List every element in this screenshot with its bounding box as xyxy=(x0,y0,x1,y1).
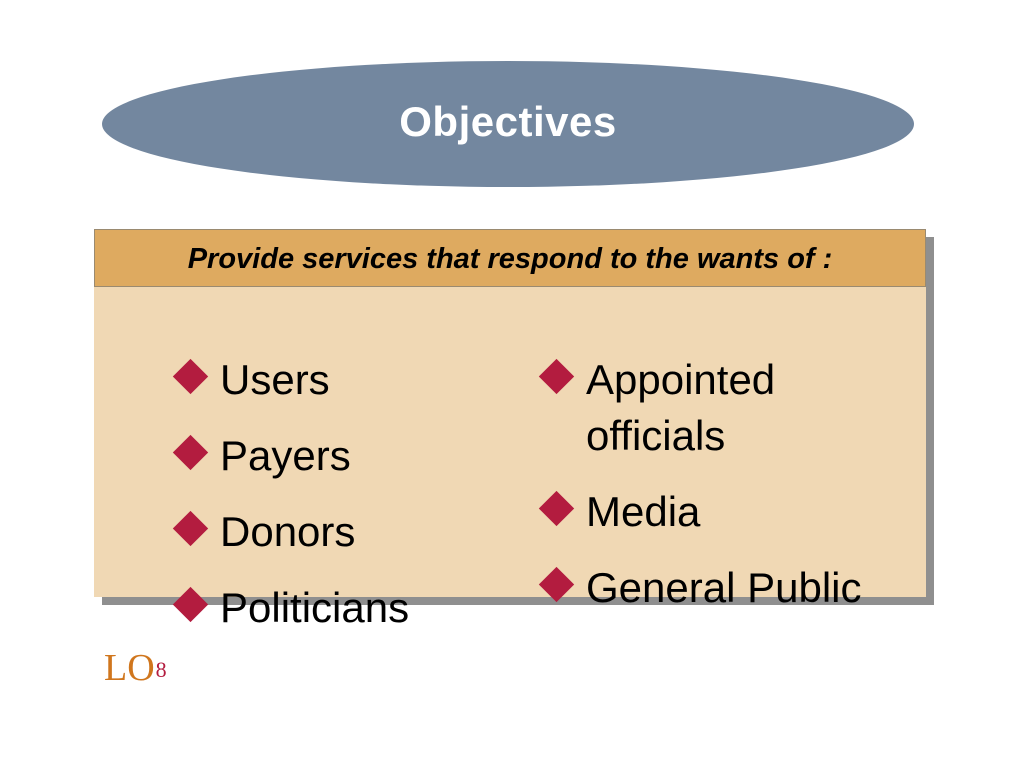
lo-number: 8 xyxy=(155,657,167,682)
diamond-bullet-icon xyxy=(172,428,220,484)
title-oval: Objectives xyxy=(102,61,914,187)
list-item-text: Donors xyxy=(220,508,356,555)
content-box-header: Provide services that respond to the wan… xyxy=(94,229,926,287)
diamond-bullet-icon xyxy=(172,580,220,636)
list-item-text: Payers xyxy=(220,432,351,479)
list-item: Politicians xyxy=(172,580,472,636)
lo-label: LO xyxy=(104,647,155,689)
list-item: Users xyxy=(172,352,472,408)
right-bullet-list: Appointed officials Media General Public xyxy=(538,352,918,636)
diamond-bullet-icon xyxy=(538,352,586,408)
list-item: Payers xyxy=(172,428,472,484)
diamond-bullet-icon xyxy=(172,352,220,408)
list-item: Media xyxy=(538,484,918,540)
list-item: Appointed officials xyxy=(538,352,918,464)
learning-objective-marker: LO8 xyxy=(104,646,167,690)
diamond-bullet-icon xyxy=(538,560,586,616)
list-item: General Public xyxy=(538,560,918,616)
left-bullet-list: Users Payers Donors Politicians xyxy=(172,352,472,656)
content-box xyxy=(94,229,926,597)
slide-title: Objectives xyxy=(399,98,617,145)
diamond-bullet-icon xyxy=(172,504,220,560)
list-item-text: Appointed officials xyxy=(586,356,776,459)
list-item-text: Users xyxy=(220,356,330,403)
list-item: Donors xyxy=(172,504,472,560)
diamond-bullet-icon xyxy=(538,484,586,540)
list-item-text: General Public xyxy=(586,564,862,611)
list-item-text: Media xyxy=(586,488,701,535)
content-box-header-text: Provide services that respond to the wan… xyxy=(187,242,833,275)
list-item-text: Politicians xyxy=(220,584,410,631)
